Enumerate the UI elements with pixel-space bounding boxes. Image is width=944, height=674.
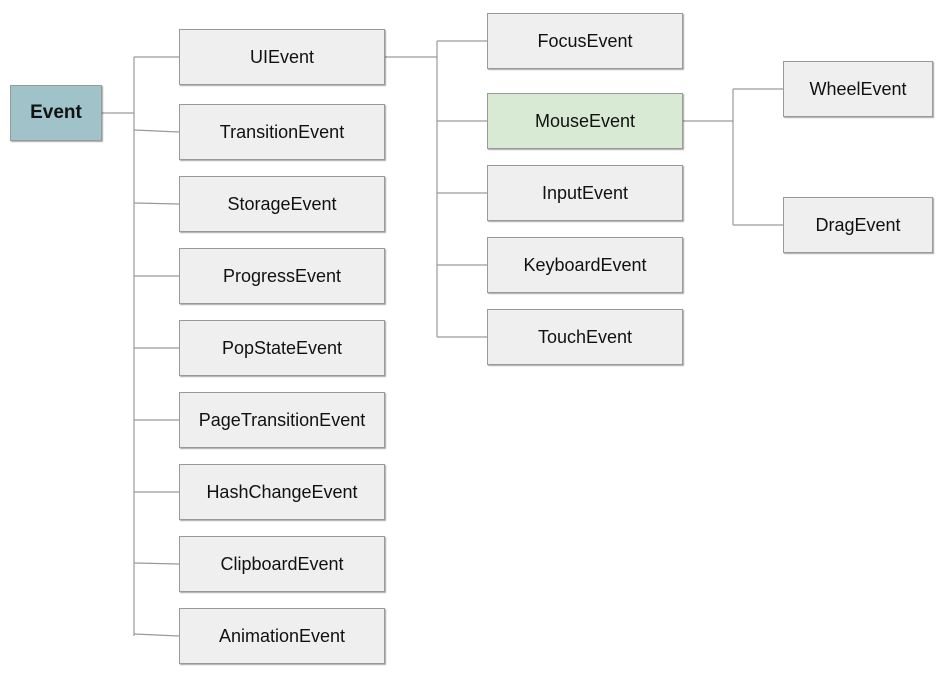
node-transitionevent: TransitionEvent [179, 104, 385, 160]
node-focusevent: FocusEvent [487, 13, 683, 69]
node-storageevent: StorageEvent [179, 176, 385, 232]
node-wheelevent: WheelEvent [783, 61, 933, 117]
node-touchevent: TouchEvent [487, 309, 683, 365]
node-progressevent: ProgressEvent [179, 248, 385, 304]
node-hashchangeevent: HashChangeEvent [179, 464, 385, 520]
node-popstateevent: PopStateEvent [179, 320, 385, 376]
node-clipboardevent: ClipboardEvent [179, 536, 385, 592]
node-mouseevent: MouseEvent [487, 93, 683, 149]
node-dragevent: DragEvent [783, 197, 933, 253]
node-uievent: UIEvent [179, 29, 385, 85]
node-keyboardevent: KeyboardEvent [487, 237, 683, 293]
node-inputevent: InputEvent [487, 165, 683, 221]
node-event: Event [10, 85, 102, 141]
node-pagetransitionevent: PageTransitionEvent [179, 392, 385, 448]
node-animationevent: AnimationEvent [179, 608, 385, 664]
